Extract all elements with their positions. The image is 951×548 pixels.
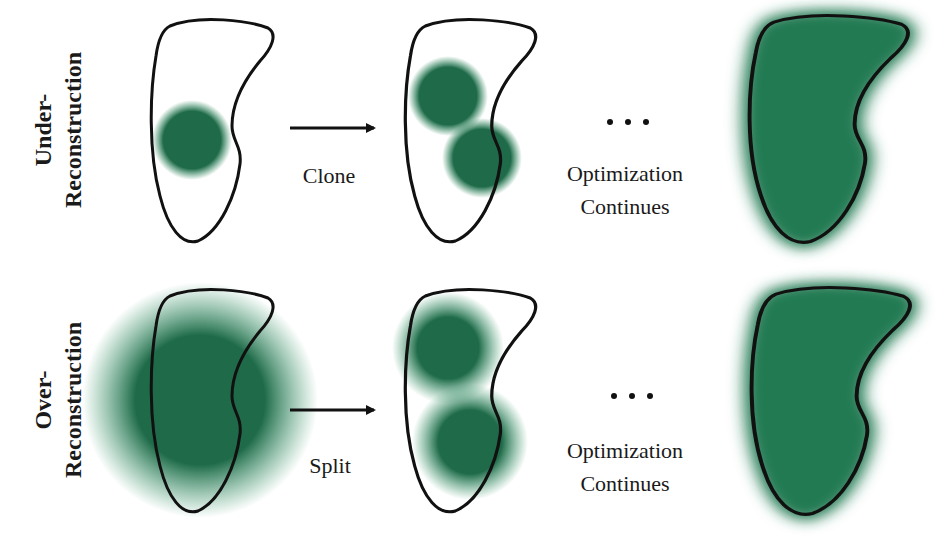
over-row xyxy=(82,282,910,518)
ellipsis xyxy=(611,393,653,399)
row-title: Over- Reconstruction xyxy=(28,305,88,495)
shape-outline xyxy=(750,16,908,243)
fitted-gaussians xyxy=(750,16,908,243)
gaussian xyxy=(82,282,318,518)
operation-label: Clone xyxy=(244,159,414,192)
step-note: Optimization Continues xyxy=(540,157,710,223)
shape-outline xyxy=(752,288,910,515)
under-row xyxy=(151,16,908,243)
shape-outline xyxy=(405,290,535,512)
operation-label: Split xyxy=(245,449,415,482)
clone-arrow xyxy=(290,127,374,130)
row-title: Under- Reconstruction xyxy=(28,35,88,225)
split-arrow xyxy=(290,409,374,412)
gaussian xyxy=(152,100,232,180)
ellipsis xyxy=(607,119,649,125)
fitted-gaussians xyxy=(752,288,910,515)
shape-outline xyxy=(151,290,273,512)
shape-outline xyxy=(151,20,273,242)
gaussian xyxy=(442,118,522,198)
shape-outline xyxy=(405,20,535,242)
gaussian xyxy=(412,384,528,500)
step-note: Optimization Continues xyxy=(540,434,710,500)
